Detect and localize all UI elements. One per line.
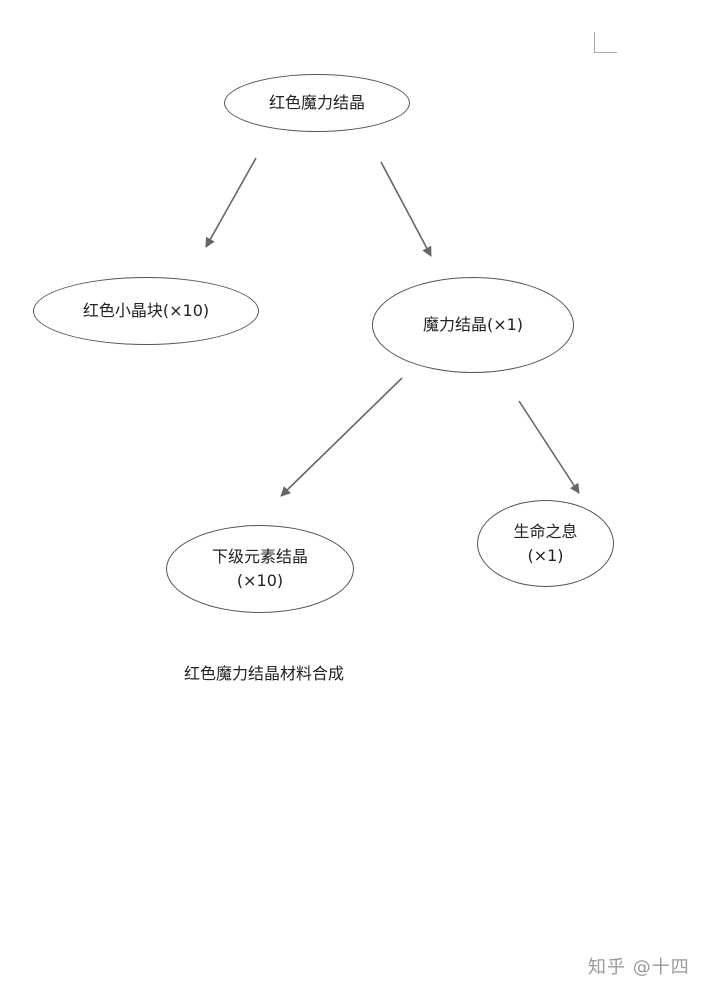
arrow-root-to-magic <box>380 161 432 257</box>
node-label-line1: 下级元素结晶 <box>211 547 308 566</box>
arrow-root-to-small <box>205 157 257 248</box>
arrow-magic-to-life <box>518 400 580 494</box>
node-label-line1: 生命之息 <box>513 521 578 541</box>
page-corner-mark <box>594 32 617 53</box>
node-label: 红色小晶块(×10) <box>82 301 210 320</box>
node-label-line2: (×10) <box>236 571 284 590</box>
node-lower-element-crystal: 下级元素结晶 (×10) <box>166 525 354 613</box>
node-red-small-crystal: 红色小晶块(×10) <box>33 277 259 345</box>
node-breath-of-life: 生命之息 (×1) <box>477 500 614 587</box>
arrow-magic-to-lower <box>280 377 403 497</box>
node-label: 魔力结晶(×1) <box>422 315 524 334</box>
node-label-line2: (×1) <box>527 545 564 565</box>
node-red-magic-crystal: 红色魔力结晶 <box>224 74 410 132</box>
diagram-caption: 红色魔力结晶材料合成 <box>184 664 345 683</box>
node-magic-crystal: 魔力结晶(×1) <box>372 277 574 373</box>
zhihu-watermark: 知乎 @十四 <box>588 957 690 978</box>
node-label: 红色魔力结晶 <box>268 93 365 112</box>
